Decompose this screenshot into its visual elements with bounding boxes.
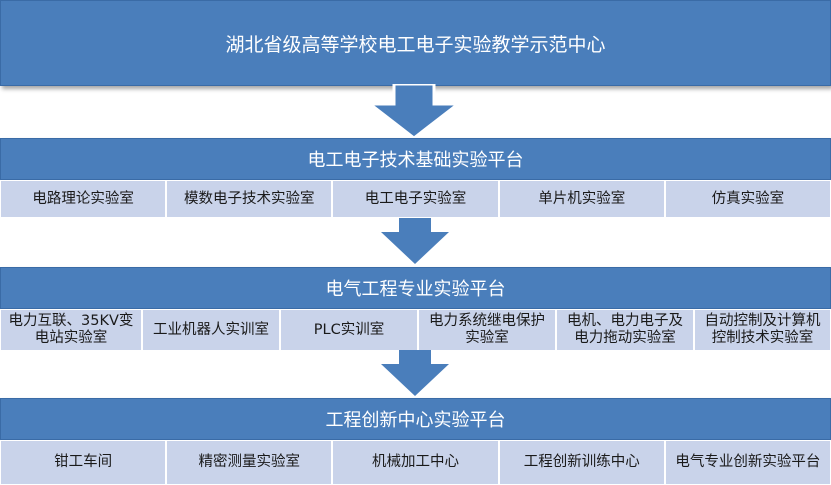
center-title-bar: 湖北省级高等学校电工电子实验教学示范中心	[0, 0, 831, 86]
lab-cell: 自动控制及计算机控制技术实验室	[694, 309, 831, 351]
lab-cell: 机械加工中心	[332, 440, 499, 485]
lab-cell: 精密测量实验室	[166, 440, 333, 485]
down-arrow-icon	[381, 218, 449, 264]
lab-cell: 电气专业创新实验平台	[664, 440, 831, 485]
lab-cell: 电路理论实验室	[0, 180, 167, 218]
lab-cell: 电力互联、35KV变电站实验室	[0, 309, 142, 351]
platform-basic-title: 电工电子技术基础实验平台	[307, 150, 524, 171]
lab-cell: 电工电子实验室	[332, 180, 499, 218]
lab-cell: 单片机实验室	[498, 180, 665, 218]
platform-electrical-header: 电气工程专业实验平台	[0, 267, 831, 309]
lab-cell: 电力系统继电保护实验室	[418, 309, 556, 351]
lab-cell: 电机、电力电子及电力拖动实验室	[556, 309, 694, 351]
center-title: 湖北省级高等学校电工电子实验教学示范中心	[225, 33, 606, 56]
platform-innovation-labs: 钳工车间 精密测量实验室 机械加工中心 工程创新训练中心 电气专业创新实验平台	[0, 440, 831, 485]
down-arrow-outlined-icon	[365, 84, 463, 140]
lab-cell: 钳工车间	[0, 440, 167, 485]
platform-basic-labs: 电路理论实验室 模数电子技术实验室 电工电子实验室 单片机实验室 仿真实验室	[0, 180, 831, 218]
down-arrow-icon	[381, 350, 449, 396]
platform-electrical-labs: 电力互联、35KV变电站实验室 工业机器人实训室 PLC实训室 电力系统继电保护…	[0, 309, 831, 351]
platform-innovation-header: 工程创新中心实验平台	[0, 398, 831, 440]
platform-electrical-title: 电气工程专业实验平台	[325, 279, 506, 300]
lab-cell: 模数电子技术实验室	[166, 180, 333, 218]
platform-innovation-title: 工程创新中心实验平台	[325, 410, 506, 431]
platform-basic-header: 电工电子技术基础实验平台	[0, 138, 831, 180]
lab-cell: 仿真实验室	[664, 180, 831, 218]
lab-cell: 工业机器人实训室	[142, 309, 280, 351]
lab-cell: PLC实训室	[280, 309, 418, 351]
lab-cell: 工程创新训练中心	[498, 440, 665, 485]
